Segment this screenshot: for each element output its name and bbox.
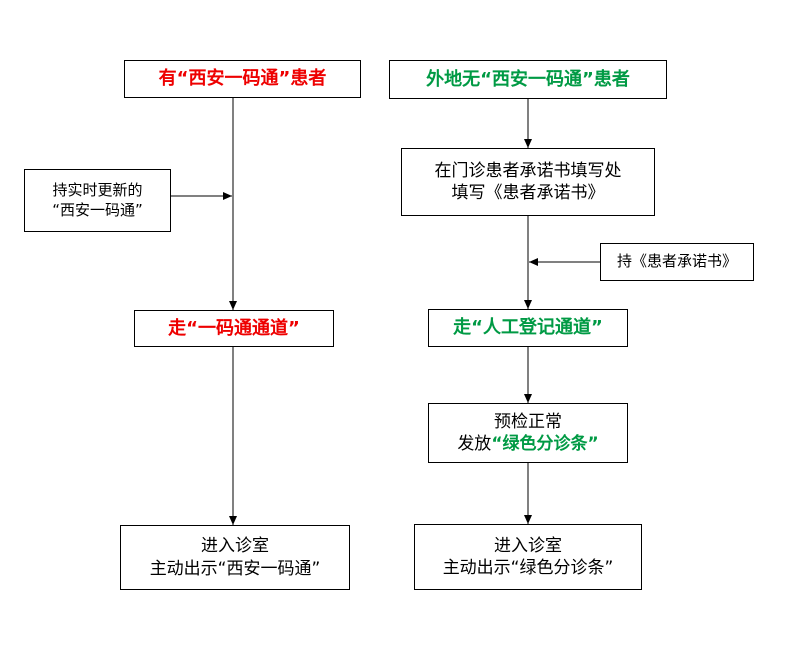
- left-start-box: 有“西安一码通”患者: [124, 60, 361, 98]
- right-end-line2: 主动出示“绿色分诊条”: [442, 558, 614, 578]
- right-form-box: 在门诊患者承诺书填写处 填写《患者承诺书》: [401, 148, 655, 216]
- left-sidenote-line1: 持实时更新的: [52, 181, 143, 199]
- right-precheck-line2-prefix: 发放: [457, 434, 492, 454]
- left-start-label: 有“西安一码通”患者: [158, 68, 327, 90]
- right-end-line1: 进入诊室: [494, 535, 562, 556]
- right-sidenote-box: 持《患者承诺书》: [600, 243, 754, 281]
- right-precheck-box: 预检正常 发放“绿色分诊条”: [428, 403, 628, 463]
- right-start-box: 外地无“西安一码通”患者: [389, 60, 667, 99]
- right-end-box: 进入诊室 主动出示“绿色分诊条”: [414, 524, 642, 590]
- right-form-line1: 在门诊患者承诺书填写处: [434, 160, 622, 181]
- right-channel-label: 走“人工登记通道”: [453, 317, 603, 339]
- left-channel-label: 走“一码通通道”: [168, 317, 300, 339]
- right-precheck-line2: 发放“绿色分诊条”: [457, 433, 598, 455]
- right-form-line2: 填写《患者承诺书》: [451, 183, 605, 203]
- left-channel-box: 走“一码通通道”: [134, 310, 334, 347]
- left-end-line1: 进入诊室: [201, 536, 269, 557]
- right-precheck-line1: 预检正常: [494, 411, 562, 432]
- right-start-label: 外地无“西安一码通”患者: [426, 68, 630, 90]
- left-end-line2: 主动出示“西安一码通”: [149, 558, 321, 579]
- right-channel-box: 走“人工登记通道”: [428, 309, 628, 347]
- left-end-box: 进入诊室 主动出示“西安一码通”: [120, 525, 350, 590]
- right-sidenote-label: 持《患者承诺书》: [616, 252, 737, 271]
- left-sidenote-box: 持实时更新的 “西安一码通”: [24, 169, 171, 232]
- right-precheck-line2-highlight: “绿色分诊条”: [491, 434, 599, 454]
- left-sidenote-line2: “西安一码通”: [52, 200, 143, 219]
